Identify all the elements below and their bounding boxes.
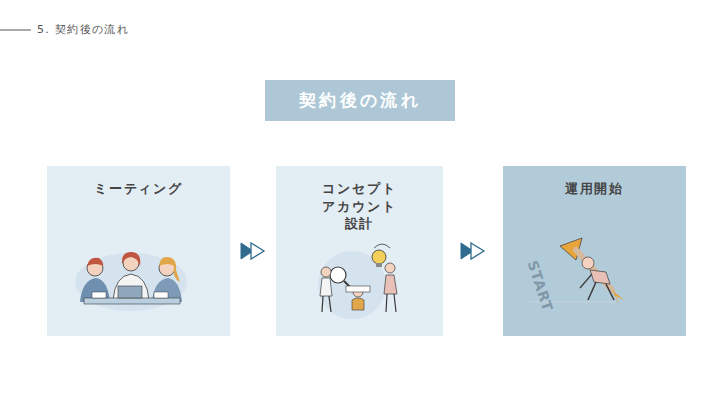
- title-banner: 契約後の流れ: [265, 80, 455, 121]
- double-arrow-connector: [241, 243, 264, 259]
- step-label: コンセプト アカウント 設計: [320, 180, 399, 233]
- section-header: 5. 契約後の流れ: [37, 22, 129, 37]
- step-box: 運用開始: [503, 166, 686, 336]
- double-arrow-connector: [461, 243, 484, 259]
- step-label: ミーティング: [47, 180, 230, 198]
- meeting-illustration: [75, 252, 187, 311]
- concept-illustration: [318, 244, 397, 319]
- step-label: 運用開始: [503, 180, 686, 198]
- rule-line: [0, 30, 31, 31]
